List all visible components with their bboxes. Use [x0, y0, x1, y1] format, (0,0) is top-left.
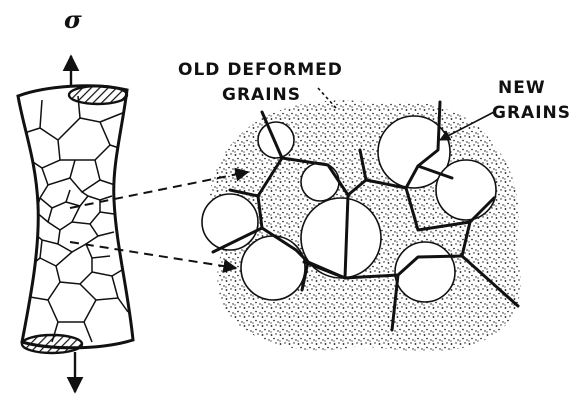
- specimen-bottom-face: [22, 335, 82, 353]
- specimen-outline: [18, 86, 133, 348]
- new-grain: [301, 163, 339, 201]
- old-deformed-label-line2: GRAINS: [222, 85, 301, 105]
- specimen-grain-network: [18, 96, 128, 342]
- new-grain: [258, 122, 294, 158]
- specimen: [18, 86, 133, 353]
- new-grain: [436, 160, 496, 220]
- new-grains-label-line2: GRAINS: [492, 103, 571, 123]
- label-new-grains: NEW GRAINS: [440, 78, 571, 140]
- new-grain: [395, 242, 455, 302]
- new-grains-label-line1: NEW: [498, 78, 546, 98]
- old-deformed-label-line1: OLD DEFORMED: [178, 60, 343, 80]
- specimen-top-face: [69, 86, 127, 104]
- label-old-deformed-grains: OLD DEFORMED GRAINS: [178, 60, 343, 108]
- new-grain: [241, 236, 305, 300]
- new-grain: [202, 194, 258, 250]
- stress-label: σ: [64, 5, 82, 34]
- microstructure-detail: [190, 90, 540, 370]
